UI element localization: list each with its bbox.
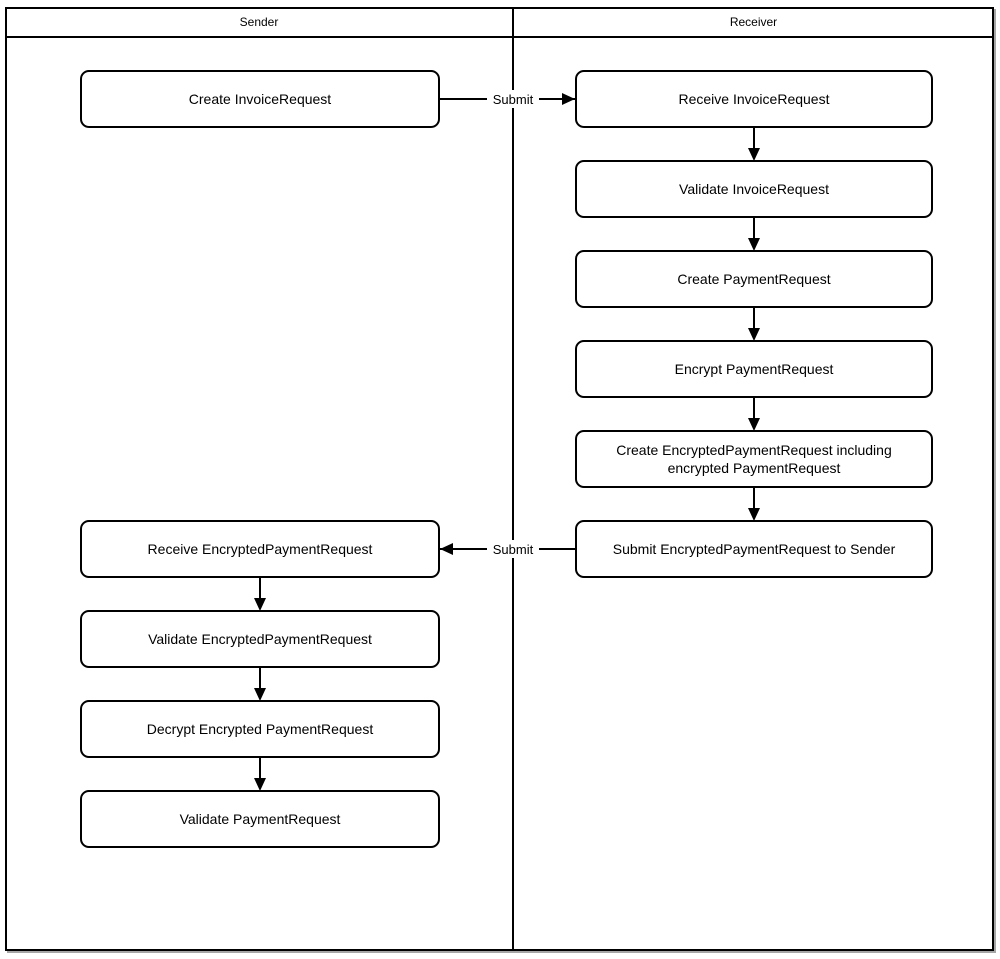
arrowhead-right-icon	[562, 93, 575, 105]
node-create-invoice-request: Create InvoiceRequest	[80, 70, 440, 128]
node-validate-invoice-request: Validate InvoiceRequest	[575, 160, 933, 218]
arrow-validate-encrypted-to-decrypt	[259, 668, 261, 690]
node-submit-encrypted-payment-request: Submit EncryptedPaymentRequest to Sender	[575, 520, 933, 578]
arrowhead-down-icon	[748, 508, 760, 521]
node-create-encrypted-payment-request: Create EncryptedPaymentRequest including…	[575, 430, 933, 488]
lane-header-separator	[5, 36, 994, 38]
arrow-create-payment-to-encrypt	[753, 308, 755, 330]
arrow-encrypt-to-create-encrypted	[753, 398, 755, 420]
arrow-decrypt-to-validate-payment	[259, 758, 261, 780]
lane-header-sender: Sender	[239, 14, 279, 29]
node-validate-payment-request: Validate PaymentRequest	[80, 790, 440, 848]
arrowhead-down-icon	[254, 778, 266, 791]
node-encrypt-payment-request: Encrypt PaymentRequest	[575, 340, 933, 398]
arrow-receive-to-validate-invoice	[753, 128, 755, 150]
arrow-receive-encrypted-to-validate	[259, 578, 261, 600]
node-receive-invoice-request: Receive InvoiceRequest	[575, 70, 933, 128]
arrowhead-down-icon	[748, 148, 760, 161]
node-create-payment-request: Create PaymentRequest	[575, 250, 933, 308]
diagram-outer-frame	[5, 7, 994, 951]
arrow-validate-invoice-to-create-payment	[753, 218, 755, 240]
node-validate-encrypted-payment-request: Validate EncryptedPaymentRequest	[80, 610, 440, 668]
lane-divider	[512, 7, 514, 951]
node-decrypt-encrypted-payment-request: Decrypt Encrypted PaymentRequest	[80, 700, 440, 758]
lane-header-receiver: Receiver	[729, 14, 778, 29]
arrowhead-down-icon	[748, 418, 760, 431]
edge-label-submit-encrypted: Submit	[487, 540, 539, 558]
arrowhead-down-icon	[748, 238, 760, 251]
arrow-create-encrypted-to-submit	[753, 488, 755, 510]
arrowhead-down-icon	[748, 328, 760, 341]
arrowhead-down-icon	[254, 688, 266, 701]
arrowhead-left-icon	[440, 543, 453, 555]
edge-label-submit-invoice: Submit	[487, 90, 539, 108]
node-receive-encrypted-payment-request: Receive EncryptedPaymentRequest	[80, 520, 440, 578]
arrowhead-down-icon	[254, 598, 266, 611]
